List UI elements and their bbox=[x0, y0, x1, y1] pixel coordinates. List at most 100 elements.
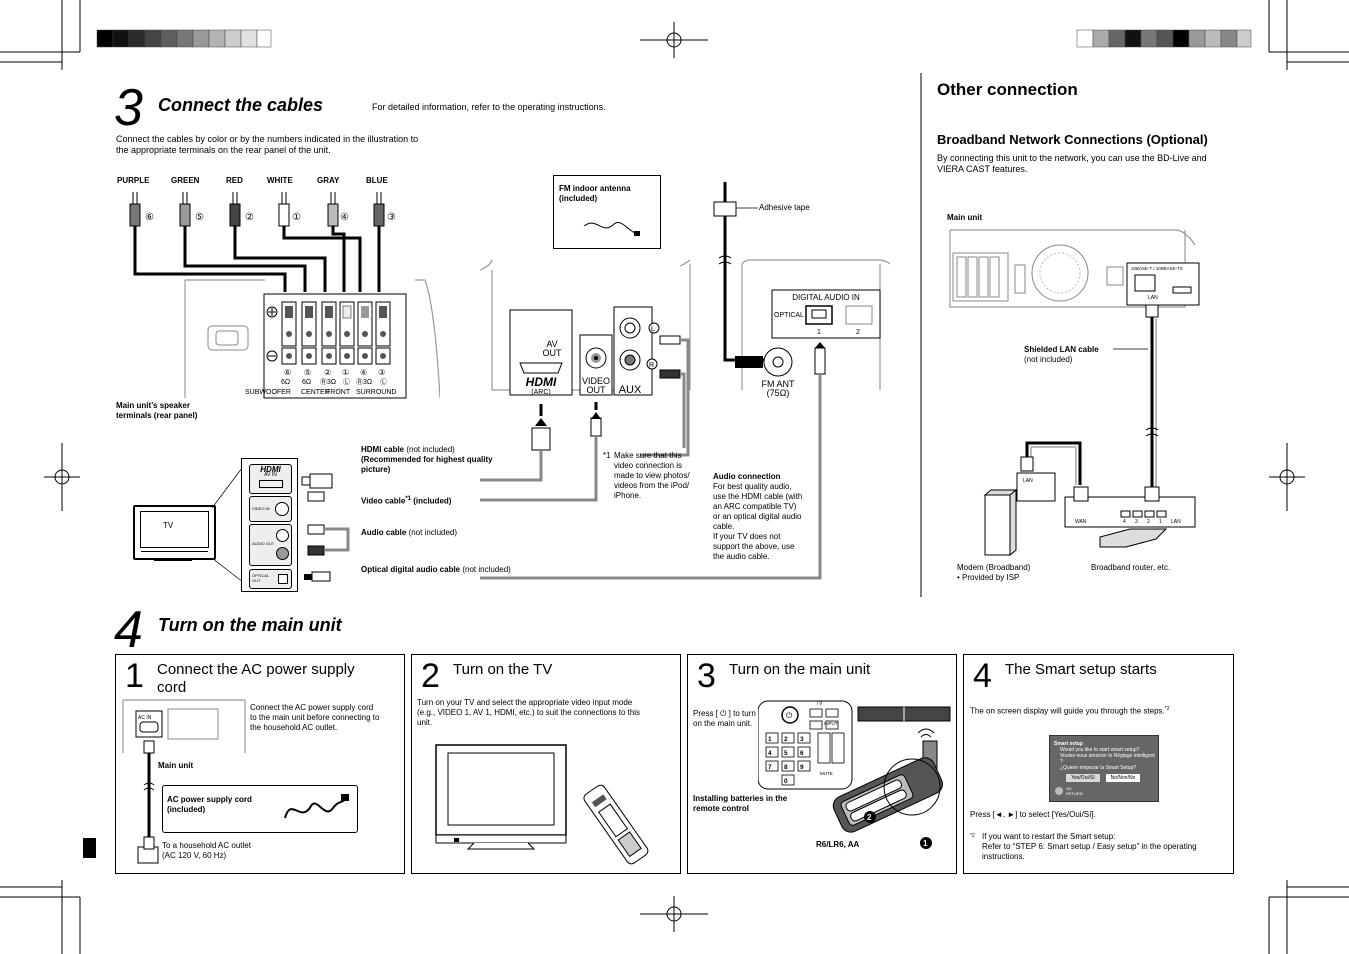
power-cord-illustration: AC IN bbox=[122, 699, 246, 864]
step-3-number: 3 bbox=[114, 79, 143, 137]
tv-video-in-label: VIDEO IN bbox=[252, 506, 270, 511]
lan-cable-label: Shielded LAN cable(not included) bbox=[1024, 345, 1099, 364]
network-main-unit-label: Main unit bbox=[947, 213, 983, 222]
color-red: RED bbox=[226, 176, 243, 185]
svg-text:MUTE: MUTE bbox=[820, 771, 833, 776]
battery-type: R6/LR6, AA bbox=[816, 840, 860, 849]
svg-text:6Ω: 6Ω bbox=[302, 379, 311, 386]
ac-cord-box: AC power supply cord(included) bbox=[162, 785, 358, 833]
panel-3-title: Turn on the main unit bbox=[729, 661, 871, 678]
svg-text:10BASE-T / 100BASE-TX: 10BASE-T / 100BASE-TX bbox=[1131, 266, 1183, 271]
broadband-desc: By connecting this unit to the network, … bbox=[937, 153, 1207, 174]
adhesive-tape-label: Adhesive tape bbox=[759, 203, 810, 212]
svg-text:OPTICAL: OPTICAL bbox=[774, 312, 804, 319]
ac-outlet-label: To a household AC outlet(AC 120 V, 60 Hz… bbox=[162, 841, 251, 860]
svg-text:Ⓡ3Ω: Ⓡ3Ω bbox=[320, 378, 336, 386]
panel-3-number: 3 bbox=[697, 657, 716, 695]
color-green: GREEN bbox=[171, 176, 200, 185]
panel-4-text: The on screen display will guide you thr… bbox=[970, 706, 1170, 716]
fm-antenna-box: FM indoor antenna(included) bbox=[553, 175, 661, 249]
svg-text:③: ③ bbox=[387, 212, 396, 223]
svg-text:(75Ω): (75Ω) bbox=[767, 388, 790, 398]
svg-text:2: 2 bbox=[1147, 519, 1150, 525]
svg-text:Ⓛ: Ⓛ bbox=[380, 378, 387, 386]
rear-panel-illustration: AV OUT HDMI (ARC) VIDEO OUT L R AUX DIGI… bbox=[480, 182, 891, 580]
color-gray: GRAY bbox=[317, 176, 340, 185]
audio-connection-note: Audio connection For best quality audio,… bbox=[713, 472, 803, 561]
svg-text:LAN: LAN bbox=[1171, 519, 1181, 525]
svg-text:AUX: AUX bbox=[619, 384, 642, 396]
svg-text:(ARC): (ARC) bbox=[531, 389, 550, 396]
step-4-title: Turn on the main unit bbox=[158, 615, 342, 635]
svg-text:4: 4 bbox=[768, 750, 772, 757]
num-6: ⑥ bbox=[145, 212, 154, 223]
step-3-note: For detailed information, refer to the o… bbox=[372, 102, 606, 112]
svg-text:OUT: OUT bbox=[543, 348, 563, 358]
panel-4-title: The Smart setup starts bbox=[1005, 661, 1157, 678]
footnote-2-mark: *2 bbox=[970, 833, 975, 839]
svg-text:1: 1 bbox=[1159, 519, 1162, 525]
svg-text:③: ③ bbox=[378, 368, 385, 377]
fm-antenna-label: FM indoor antenna bbox=[559, 184, 631, 193]
color-white: WHITE bbox=[267, 176, 293, 185]
panel-3-main-unit: 3 Turn on the main unit Press [ ⏻ ] to t… bbox=[687, 654, 957, 874]
antenna-wire-icon bbox=[583, 222, 640, 236]
svg-text:DIGITAL AUDIO IN: DIGITAL AUDIO IN bbox=[792, 293, 860, 302]
panel-2-tv: 2 Turn on the TV Turn on your TV and sel… bbox=[411, 654, 681, 874]
svg-text:L: L bbox=[651, 326, 655, 333]
color-purple: PURPLE bbox=[117, 176, 150, 185]
svg-text:④: ④ bbox=[340, 212, 349, 223]
broadband-subtitle: Broadband Network Connections (Optional) bbox=[937, 132, 1208, 147]
svg-text:FM ANT: FM ANT bbox=[762, 379, 796, 389]
svg-text:HDMI: HDMI bbox=[526, 375, 557, 389]
step-3-title: Connect the cables bbox=[158, 95, 324, 115]
svg-text:⑤: ⑤ bbox=[304, 368, 311, 377]
svg-text:1: 1 bbox=[923, 839, 928, 848]
svg-text:CENTER: CENTER bbox=[301, 389, 330, 396]
tv-illustration: TV bbox=[133, 505, 216, 560]
svg-text:1: 1 bbox=[768, 736, 772, 743]
svg-text:7: 7 bbox=[768, 764, 772, 771]
svg-text:LAN: LAN bbox=[1023, 478, 1033, 484]
svg-text:3: 3 bbox=[1135, 519, 1138, 525]
svg-text:⏻: ⏻ bbox=[786, 711, 793, 720]
svg-text:Ⓡ3Ω: Ⓡ3Ω bbox=[356, 378, 372, 386]
svg-text:LAN: LAN bbox=[1148, 295, 1158, 301]
svg-text:FRONT: FRONT bbox=[326, 389, 351, 396]
hdmi-cable-label: HDMI cable (not included) (Recommended f… bbox=[361, 445, 493, 474]
svg-text:5: 5 bbox=[784, 750, 788, 757]
svg-text:SUBWOOFER: SUBWOOFER bbox=[245, 389, 291, 396]
step-4-number: 4 bbox=[114, 601, 143, 659]
video-cable-label: Video cable*1 (included) bbox=[361, 496, 452, 506]
smart-setup-no: No/Non/No bbox=[1106, 774, 1140, 782]
svg-text:OUT: OUT bbox=[587, 385, 607, 395]
tv-side-plugs bbox=[301, 473, 350, 582]
tv-and-remote-illustration bbox=[435, 744, 649, 865]
svg-text:INPUT: INPUT bbox=[824, 721, 838, 726]
svg-text:1: 1 bbox=[817, 329, 821, 336]
svg-text:9: 9 bbox=[800, 764, 804, 771]
panel-4-number: 4 bbox=[973, 657, 992, 695]
svg-text:AV: AV bbox=[546, 339, 557, 349]
svg-text:①: ① bbox=[292, 212, 301, 223]
color-blue: BLUE bbox=[366, 176, 388, 185]
svg-text:6Ω: 6Ω bbox=[281, 379, 290, 386]
svg-text:⑤: ⑤ bbox=[195, 212, 204, 223]
panel-2-number: 2 bbox=[421, 657, 440, 695]
panel-2-title: Turn on the TV bbox=[453, 661, 553, 678]
svg-text:VIDEO: VIDEO bbox=[582, 376, 610, 386]
smart-setup-screen: Smart setup Would you like to start smar… bbox=[1049, 735, 1159, 802]
step-3-intro: Connect the cables by color or by the nu… bbox=[116, 134, 419, 155]
svg-text:6: 6 bbox=[800, 750, 804, 757]
svg-text:SURROUND: SURROUND bbox=[356, 389, 396, 396]
